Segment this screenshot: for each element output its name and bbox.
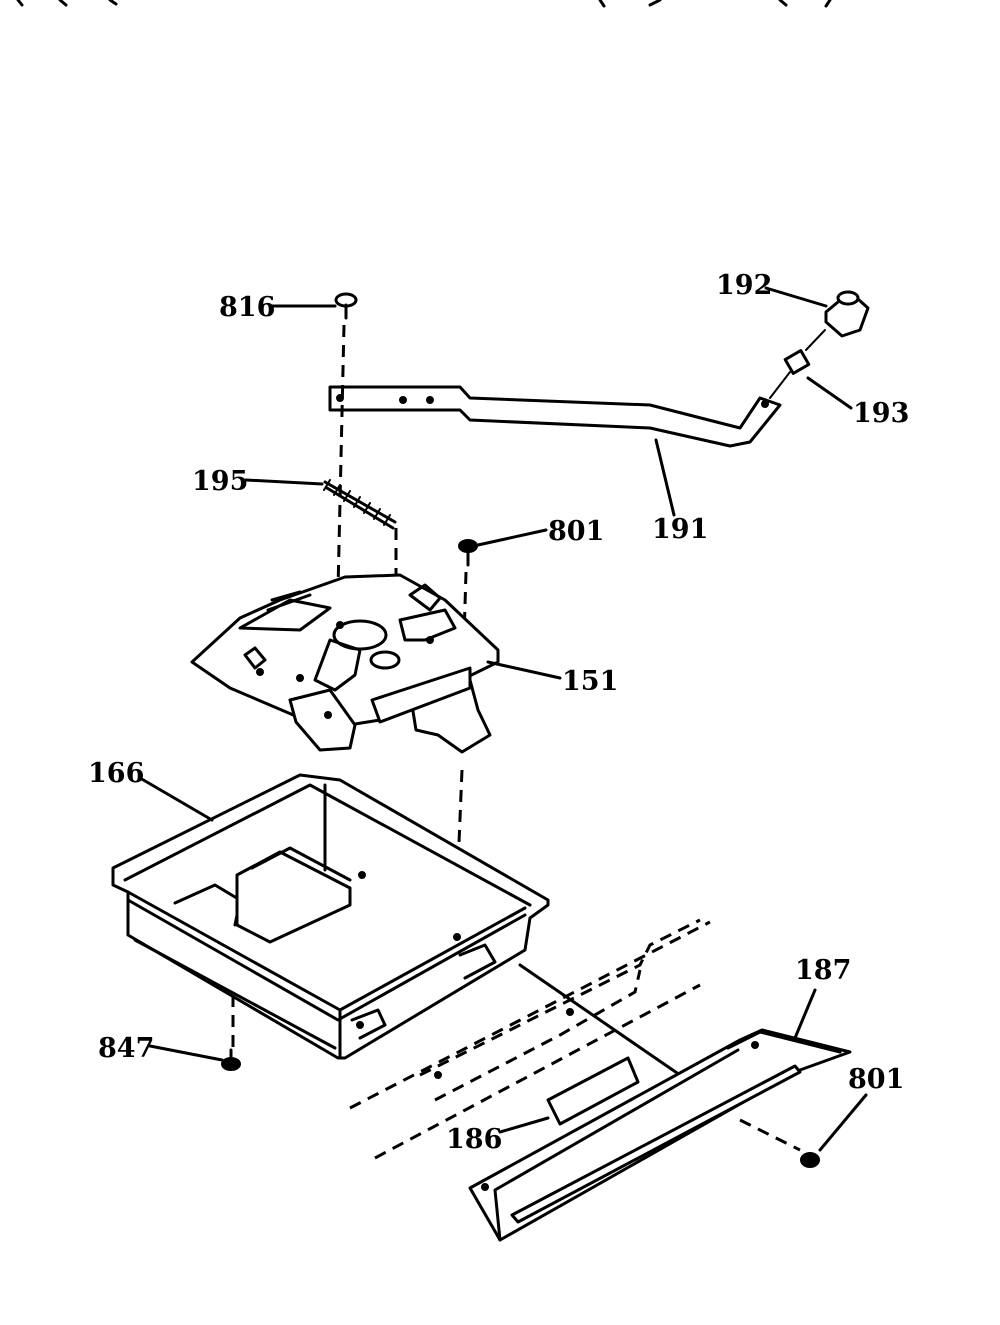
latch-assembly-151 (190, 573, 500, 754)
label-151: 151 (562, 666, 618, 697)
leader-lines (138, 286, 868, 1152)
bracket-186 (546, 1056, 640, 1126)
label-816: 816 (219, 292, 275, 323)
label-801-top: 801 (548, 516, 604, 547)
housing-166 (111, 773, 550, 1060)
label-195: 195 (192, 466, 248, 497)
screw-801-bottom (739, 1118, 820, 1168)
cropped-header-fragments (16, 0, 832, 8)
screw-816 (334, 292, 358, 591)
lever-arm-191 (328, 385, 782, 448)
knob-192 (824, 290, 870, 338)
label-187: 187 (795, 955, 851, 986)
label-801-bottom: 801 (848, 1064, 904, 1095)
label-186: 186 (446, 1124, 502, 1155)
screw-847 (221, 995, 241, 1071)
label-193: 193 (853, 398, 909, 429)
label-192: 192 (716, 270, 772, 301)
label-191: 191 (652, 514, 708, 545)
rail-outline (349, 918, 711, 1160)
bracket-187 (468, 1028, 852, 1242)
label-166: 166 (88, 758, 144, 789)
connector-193 (769, 329, 826, 399)
label-847: 847 (98, 1033, 154, 1064)
